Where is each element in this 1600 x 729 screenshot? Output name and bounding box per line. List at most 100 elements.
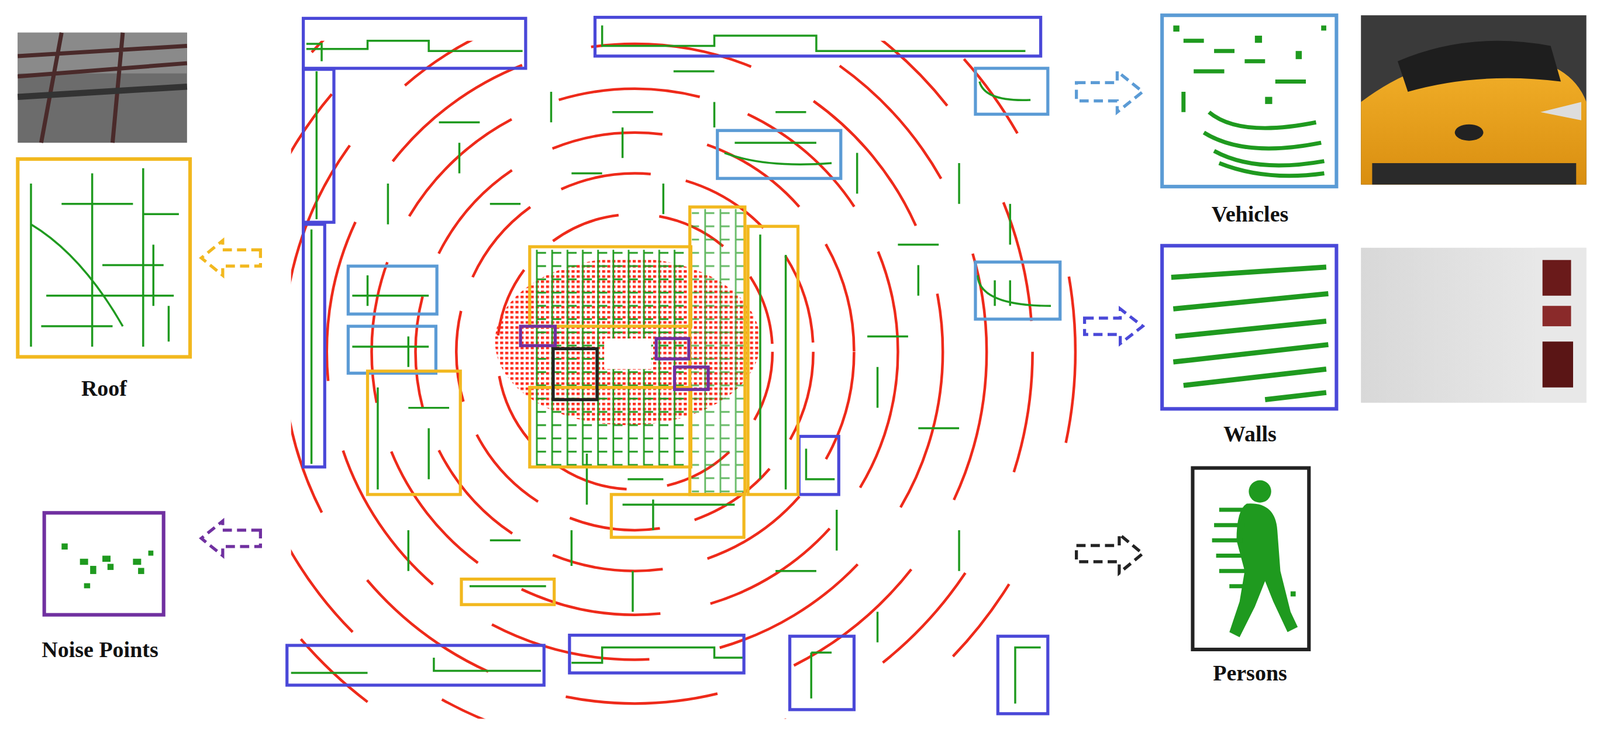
roof-inset-part <box>17 159 191 357</box>
wall-boxes-part <box>997 636 1048 715</box>
roof-inset <box>17 159 191 357</box>
noise-boxes-part <box>674 367 709 390</box>
vehicle-boxes-part <box>975 261 1061 320</box>
central-dense-cloud-part <box>530 249 693 467</box>
vehicle-boxes <box>347 68 1060 374</box>
noise-inset-part-part <box>84 583 91 589</box>
wall-label: Walls <box>1223 421 1277 448</box>
roof-boxes <box>367 207 799 605</box>
noise-boxes <box>520 326 709 390</box>
person-box <box>553 348 598 400</box>
noise-inset-part-part <box>90 566 96 575</box>
red-ground-rings-part <box>291 40 987 705</box>
wall-boxes-part <box>798 436 839 495</box>
central-dense-cloud <box>495 209 761 495</box>
vehicle-photo <box>1360 15 1586 185</box>
roof-boxes-part <box>611 494 744 538</box>
noise-inset <box>44 512 164 615</box>
noise-inset-part-part <box>102 556 111 562</box>
person-label: Persons <box>1212 660 1288 687</box>
person-inset-part <box>1212 509 1251 587</box>
roof-photo <box>17 32 188 143</box>
wall-inset-part <box>1171 267 1329 400</box>
noise-inset-part <box>44 512 164 615</box>
roof-callout-arrow <box>201 240 261 276</box>
central-dense-cloud-part <box>691 209 746 495</box>
roof-boxes-part <box>367 371 461 495</box>
person-inset <box>1192 468 1309 650</box>
vehicle-label: Vehicles <box>1211 201 1289 228</box>
vehicle-photo-part <box>1454 124 1484 141</box>
person-callout-arrow <box>1076 534 1143 574</box>
red-ground-rings-part <box>371 88 898 616</box>
wall-boxes-part <box>287 645 545 686</box>
vehicle-boxes-part <box>975 68 1048 115</box>
noise-inset-part-part <box>148 550 154 557</box>
wall-photo <box>1360 247 1586 403</box>
red-ground-rings-part <box>326 43 943 660</box>
vehicle-inset-part-part <box>1264 97 1272 105</box>
roof-boxes-part <box>747 226 798 495</box>
vehicle-inset <box>1161 15 1337 187</box>
central-dense-cloud-part <box>604 338 651 370</box>
noise-boxes-part <box>656 338 689 360</box>
wall-inset <box>1161 245 1337 409</box>
person-inset-part <box>1192 468 1309 650</box>
green-structure-points-part <box>291 448 1041 704</box>
green-structure-points <box>291 25 1051 705</box>
vehicle-inset-part <box>1161 15 1337 187</box>
wall-boxes-part <box>303 224 326 468</box>
roof-photo-part <box>17 32 188 143</box>
vehicle-photo-part <box>1371 163 1577 185</box>
wall-photo-part <box>1360 247 1586 403</box>
roof-boxes-part <box>529 246 692 327</box>
roof-boxes-part <box>690 207 746 495</box>
wall-boxes <box>287 17 1048 715</box>
vehicle-inset-part-part <box>1295 50 1302 60</box>
vehicle-inset-part-part <box>1321 25 1327 31</box>
noise-inset-part-part <box>61 543 68 550</box>
green-structure-points-part <box>352 81 1051 368</box>
vehicle-boxes-part <box>347 266 437 315</box>
roof-boxes-part <box>461 579 555 606</box>
person-inset-part <box>1248 480 1271 503</box>
vehicle-callout-arrow <box>1076 71 1143 113</box>
red-ground-rings <box>291 40 1076 720</box>
wall-photo-part <box>1535 247 1586 403</box>
red-ground-rings-part <box>291 40 1033 720</box>
wall-callout-arrow <box>1084 308 1143 344</box>
roof-photo-part <box>17 32 188 143</box>
vehicle-photo-part <box>1397 40 1561 92</box>
wall-photo-part <box>1542 305 1572 327</box>
vehicle-photo-part <box>1540 101 1582 120</box>
person-inset-part <box>1290 591 1296 598</box>
wall-boxes-part <box>303 18 526 68</box>
wall-photo-part <box>1542 341 1574 388</box>
roof-inset-part <box>30 168 179 347</box>
red-ground-rings-part <box>291 40 1076 720</box>
wall-boxes-part <box>790 636 855 710</box>
noise-label: Noise Points <box>41 637 159 664</box>
roof-label: Roof <box>81 376 127 402</box>
noise-inset-part-part <box>132 559 141 565</box>
vehicle-inset-part <box>1183 40 1325 177</box>
noise-inset-part-part <box>107 563 114 570</box>
vehicle-boxes-part <box>717 130 841 179</box>
roof-photo-part <box>17 86 188 97</box>
vehicle-inset-part-part <box>1254 35 1262 43</box>
vehicle-inset-part-part <box>1173 25 1179 32</box>
vehicle-boxes-part <box>347 326 436 374</box>
wall-boxes-part <box>569 635 744 674</box>
wall-boxes-part <box>303 69 334 223</box>
wall-inset-part <box>1161 245 1337 409</box>
green-structure-points-part <box>387 71 1010 643</box>
noise-inset-part <box>61 543 154 589</box>
noise-inset-part-part <box>80 559 89 565</box>
vehicle-photo-part <box>1360 15 1586 185</box>
green-structure-points-part <box>377 387 735 587</box>
noise-callout-arrow <box>201 521 261 556</box>
noise-boxes-part <box>520 326 555 346</box>
noise-inset-part-part <box>138 567 144 574</box>
wall-photo-part <box>1542 260 1572 296</box>
